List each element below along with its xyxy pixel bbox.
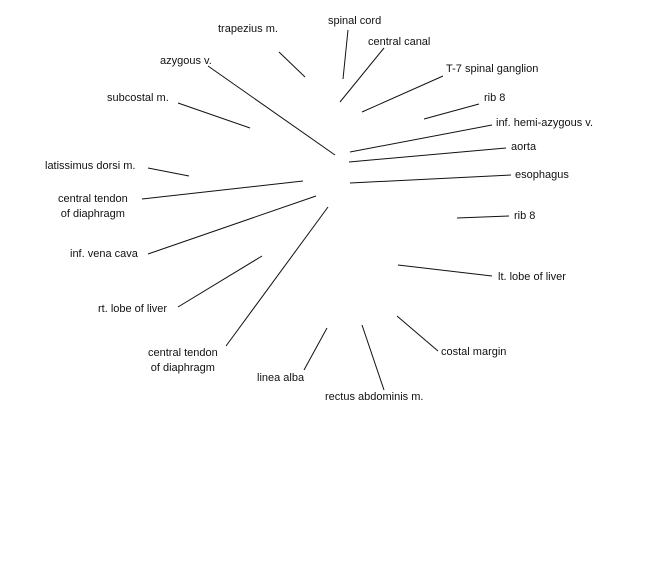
label-rt-liver: rt. lobe of liver xyxy=(98,303,168,315)
leader-spinal-cord xyxy=(342,29,349,80)
leader-rib8-upper xyxy=(423,103,480,120)
leader-hemi-azygous xyxy=(349,124,493,153)
leader-central-tendon-left xyxy=(141,180,304,200)
leader-latissimus xyxy=(147,167,190,177)
label-rectus: rectus abdominis m. xyxy=(325,391,424,403)
label-latissimus: latissimus dorsi m. xyxy=(45,160,136,172)
label-trapezius: trapezius m. xyxy=(218,23,278,35)
leader-central-tendon-bottom xyxy=(225,206,329,347)
leader-aorta xyxy=(348,147,507,163)
label-hemi-azygous: inf. hemi-azygous v. xyxy=(496,117,594,129)
label-central-tendon-bottom: central tendon of diaphragm xyxy=(148,347,218,374)
label-aorta: aorta xyxy=(511,141,537,153)
leader-rectus xyxy=(361,324,385,391)
leader-ivc xyxy=(147,195,317,255)
leader-rib8-lower xyxy=(456,215,510,219)
label-azygous: azygous v. xyxy=(160,55,212,67)
label-costal-margin: costal margin xyxy=(441,346,507,358)
leader-t7-ganglion xyxy=(361,75,444,113)
label-rib8-upper: rib 8 xyxy=(484,92,506,104)
leader-subcostal xyxy=(177,102,251,129)
label-esophagus: esophagus xyxy=(515,169,569,181)
leader-esophagus xyxy=(349,174,512,184)
label-lt-liver: lt. lobe of liver xyxy=(498,271,566,283)
leader-linea-alba xyxy=(303,327,328,371)
label-subcostal: subcostal m. xyxy=(107,92,169,104)
leader-lt-liver xyxy=(397,264,493,277)
label-central-canal: central canal xyxy=(368,36,431,48)
leader-azygous xyxy=(207,65,336,156)
leader-central-canal xyxy=(339,47,385,103)
leader-trapezius xyxy=(278,51,306,78)
label-spinal-cord: spinal cord xyxy=(328,15,382,27)
label-linea-alba: linea alba xyxy=(257,372,305,384)
label-t7-ganglion: T-7 spinal ganglion xyxy=(446,63,539,75)
label-rib8-lower: rib 8 xyxy=(514,210,536,222)
label-ivc: inf. vena cava xyxy=(70,248,138,260)
leader-rt-liver xyxy=(177,255,263,308)
label-central-tendon-left: central tendon of diaphragm xyxy=(58,193,128,220)
leader-costal-margin xyxy=(396,315,439,352)
